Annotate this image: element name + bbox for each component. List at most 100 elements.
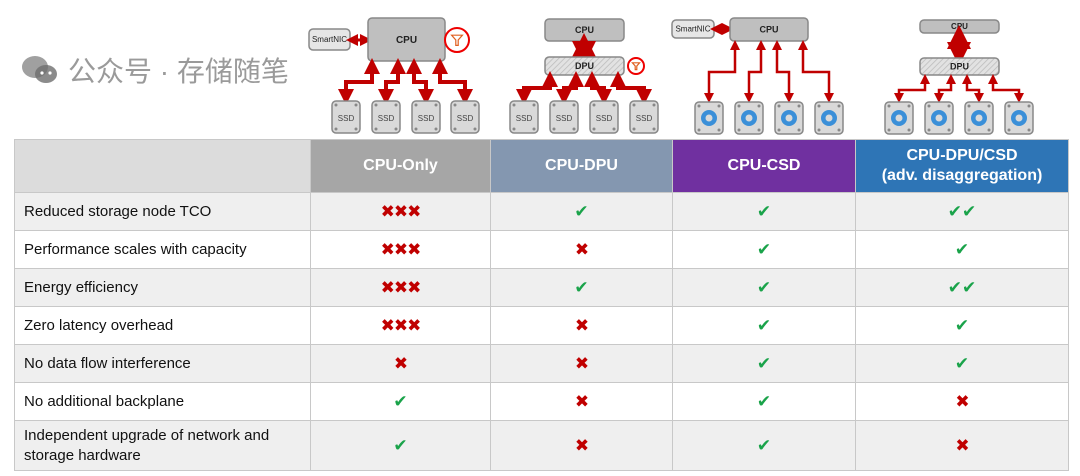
data-path-arrow xyxy=(744,40,766,103)
ssd-drive xyxy=(509,100,539,134)
rating-cell: ✔ xyxy=(490,268,673,307)
cpu-box-label: CPU xyxy=(396,35,417,46)
row-label: Performance scales with capacity xyxy=(14,230,311,269)
rating-cell: ✔✔ xyxy=(855,192,1069,231)
rating-cell: ✔ xyxy=(310,420,491,471)
rating-cell: ✔ xyxy=(310,382,491,421)
row-label: Reduced storage node TCO xyxy=(14,192,311,231)
check-mark-icon: ✔ xyxy=(574,201,589,221)
dpu-box-label: DPU xyxy=(950,62,969,72)
row-label: Independent upgrade of network and stora… xyxy=(14,420,311,471)
rating-cell: ✔ xyxy=(855,230,1069,269)
cpu-box-label: CPU xyxy=(951,22,968,31)
rating-cell: ✔ xyxy=(855,306,1069,345)
wechat-icon xyxy=(22,56,57,83)
data-path-arrow xyxy=(934,74,956,103)
dpu-box xyxy=(919,57,1000,76)
check-mark-icon: ✔ xyxy=(393,391,408,411)
rating-cell: ✖ xyxy=(855,382,1069,421)
data-path-arrow xyxy=(798,40,834,103)
watermark: 公众号 · 存储随笔 xyxy=(20,50,289,90)
ssd-label: SSD xyxy=(556,114,573,123)
check-mark-icon: ✔ xyxy=(756,239,772,259)
cross-mark-icon: ✖ xyxy=(574,239,589,259)
cross-mark-icon: ✖✖✖ xyxy=(380,201,422,221)
watermark-text: 公众号 · 存储随笔 xyxy=(68,56,289,87)
filter-icon xyxy=(444,27,470,53)
dpu-box-label: DPU xyxy=(575,61,594,71)
row-label: Energy efficiency xyxy=(14,268,311,307)
ssd-label: SSD xyxy=(516,114,533,123)
ssd-drive xyxy=(371,100,401,134)
check-mark-icon: ✔ xyxy=(954,353,970,373)
rating-cell: ✔ xyxy=(672,192,856,231)
cpu-box-label: CPU xyxy=(759,25,778,35)
rating-cell: ✔ xyxy=(672,420,856,471)
rating-cell: ✖✖✖ xyxy=(310,306,491,345)
table-row: Zero latency overhead✖✖✖✖✔✔ xyxy=(14,306,1069,345)
ssd-drive xyxy=(331,100,361,134)
rating-cell: ✔ xyxy=(855,344,1069,383)
smartnic-box-label: SmartNIC xyxy=(312,35,347,44)
rating-cell: ✔ xyxy=(672,382,856,421)
rating-cell: ✖ xyxy=(855,420,1069,471)
row-label: No additional backplane xyxy=(14,382,311,421)
check-mark-icon: ✔ xyxy=(756,353,772,373)
check-mark-icon: ✔ xyxy=(756,391,772,411)
check-mark-icon: ✔ xyxy=(756,201,772,221)
table-row: No additional backplane✔✖✔✖ xyxy=(14,382,1069,421)
check-mark-icon: ✔ xyxy=(756,277,772,297)
data-path-arrow xyxy=(962,74,984,103)
rating-cell: ✖✖✖ xyxy=(310,192,491,231)
rating-cell: ✖ xyxy=(490,344,673,383)
ssd-drive xyxy=(450,100,480,134)
data-path-arrow xyxy=(556,71,584,105)
rating-cell: ✔✔ xyxy=(855,268,1069,307)
column-header: CPU-DPU xyxy=(490,139,673,193)
column-header: CPU-DPU/CSD (adv. disaggregation) xyxy=(855,139,1069,193)
rating-cell: ✔ xyxy=(490,192,673,231)
table-row: Independent upgrade of network and stora… xyxy=(14,420,1069,471)
data-path-arrow xyxy=(338,58,380,105)
ssd-label: SSD xyxy=(418,114,435,123)
ssd-drive xyxy=(549,100,579,134)
rating-cell: ✖✖✖ xyxy=(310,268,491,307)
cross-mark-icon: ✖ xyxy=(574,315,589,335)
ssd-drive xyxy=(589,100,619,134)
data-path-arrow xyxy=(772,40,794,103)
check-mark-icon: ✔ xyxy=(393,435,408,455)
rating-cell: ✖ xyxy=(490,306,673,345)
rating-cell: ✖ xyxy=(490,420,673,471)
data-path-arrow xyxy=(432,58,473,105)
table-row: Reduced storage node TCO✖✖✖✔✔✔✔ xyxy=(14,192,1069,231)
data-path-arrow xyxy=(988,74,1024,103)
ssd-drive xyxy=(629,100,659,134)
column-header: CPU-Only xyxy=(310,139,491,193)
cross-mark-icon: ✖ xyxy=(955,391,969,411)
data-path-arrow xyxy=(704,40,740,103)
rating-cell: ✖ xyxy=(490,230,673,269)
table-row: Performance scales with capacity✖✖✖✖✔✔ xyxy=(14,230,1069,269)
smartnic-box-label: SmartNIC xyxy=(675,25,710,34)
data-path-arrow xyxy=(894,74,930,103)
check-mark-icon: ✔✔ xyxy=(947,201,977,221)
ssd-label: SSD xyxy=(636,114,653,123)
data-path-arrow xyxy=(584,71,612,105)
column-header: CPU-CSD xyxy=(672,139,856,193)
cross-mark-icon: ✖ xyxy=(393,353,408,373)
ssd-label: SSD xyxy=(338,114,355,123)
cross-mark-icon: ✖✖✖ xyxy=(380,239,422,259)
table-row: No data flow interference✖✖✔✔ xyxy=(14,344,1069,383)
check-mark-icon: ✔ xyxy=(756,315,772,335)
cpu-box xyxy=(729,17,809,42)
filter-icon xyxy=(627,57,645,75)
check-mark-icon: ✔ xyxy=(954,239,970,259)
data-path-arrow xyxy=(406,58,434,105)
rating-cell: ✔ xyxy=(672,230,856,269)
cross-mark-icon: ✖✖✖ xyxy=(380,315,422,335)
data-path-arrow xyxy=(516,71,558,105)
header-blank xyxy=(14,139,311,193)
table-row: Energy efficiency✖✖✖✔✔✔✔ xyxy=(14,268,1069,307)
